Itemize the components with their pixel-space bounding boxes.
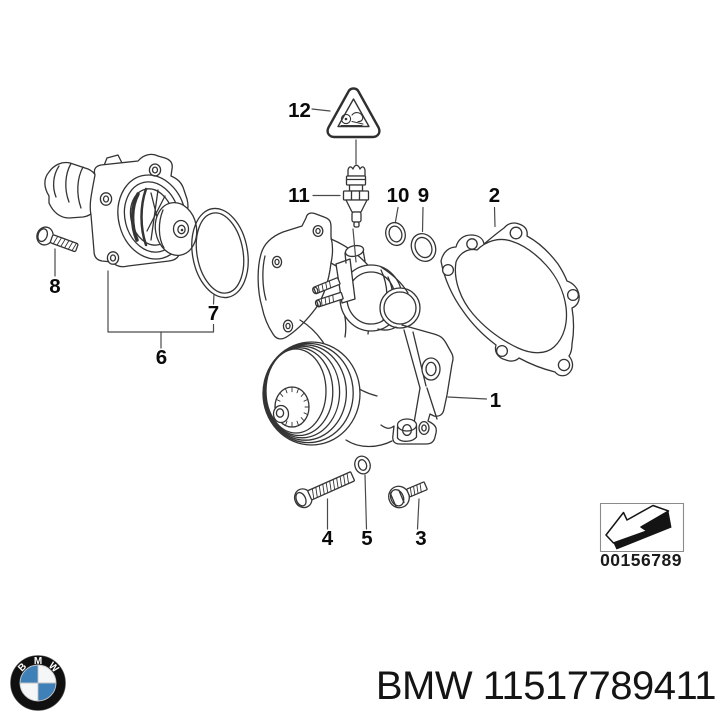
bmw-logo-icon: B M W: [10, 655, 66, 711]
part-5-washer: [354, 455, 371, 475]
part-label-11: 11: [288, 184, 310, 207]
part-label-3: 3: [415, 527, 426, 550]
part-label-8: 8: [49, 275, 60, 298]
warning-triangle-icon: [326, 87, 381, 139]
part-2-gasket: [440, 222, 580, 377]
part-6-thermostat-housing: [44, 153, 198, 268]
part-10-oring: [385, 221, 406, 247]
pulley: [262, 341, 361, 446]
bmw-logo-letter-m: M: [34, 656, 42, 667]
part-label-6: 6: [156, 346, 167, 369]
part-8-bolt: [36, 226, 79, 253]
part-label-4: 4: [322, 527, 334, 550]
leader-lines: [54, 108, 496, 530]
part-label-10: 10: [387, 184, 410, 207]
part-1-water-pump: [257, 212, 454, 448]
part-3-bolt: [388, 481, 428, 509]
stamp-image-number: 00156789: [600, 550, 682, 570]
part-label-7: 7: [208, 302, 219, 325]
direction-arrow-icon: [605, 504, 672, 550]
part-11-temperature-sensor: [342, 164, 370, 228]
bmw-logo-quadrants: [19, 664, 57, 702]
part-labels: 1 2 3 4 5 6 7 8 9 10 11 12: [49, 99, 501, 550]
part-label-2: 2: [489, 184, 500, 207]
stamp-box: 00156789: [599, 502, 685, 570]
part-label-5: 5: [361, 527, 372, 550]
part-label-12: 12: [288, 99, 311, 122]
part-number-text: BMW 11517789411: [375, 664, 717, 708]
part-label-1: 1: [490, 389, 501, 412]
part-label-9: 9: [418, 184, 429, 207]
part-4-bolt: [293, 471, 355, 509]
part-9-oring: [410, 233, 437, 262]
part-7-oring: [191, 207, 249, 299]
part-12-warning-label: [326, 87, 381, 139]
